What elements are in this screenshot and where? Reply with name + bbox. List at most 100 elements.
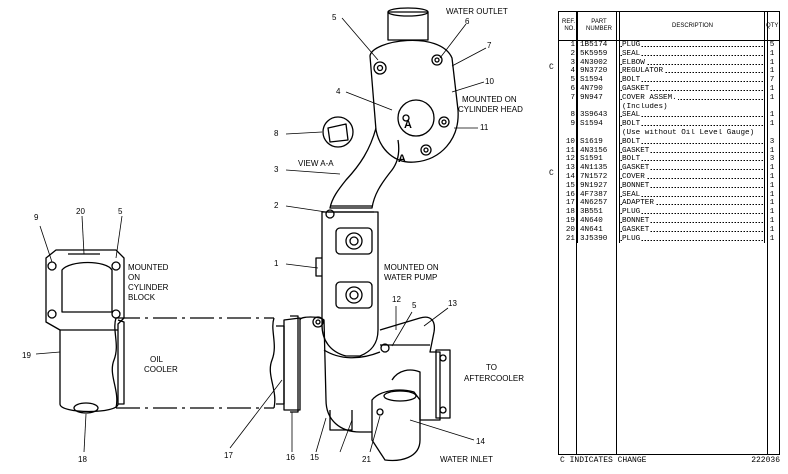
bonnet-part (45, 249, 125, 414)
cell-ref-no (559, 102, 578, 112)
cell-description: BONNET (619, 216, 765, 226)
callout-10: 10 (485, 77, 494, 86)
description-text: BOLT (622, 120, 642, 129)
callout-18: 18 (78, 455, 87, 464)
callout-6: 6 (465, 17, 470, 26)
cell-ref-no: 4 (559, 67, 578, 77)
cell-qty: 1 (769, 67, 775, 76)
label-to-aftercooler-2: AFTERCOOLER (464, 374, 524, 383)
cell-part-number: 4N641 (577, 225, 620, 235)
cell-part-number: 4N3002 (577, 58, 620, 68)
cell-qty: 1 (769, 208, 775, 217)
aftercooler-connection (379, 316, 451, 421)
cell-description: BOLT (619, 120, 765, 129)
cell-part-number: 9N1927 (577, 181, 620, 191)
oil-cooler-body (111, 317, 276, 409)
parts-diagram: 5 6 7 10 11 4 8 3 2 1 12 5 13 14 9 20 5 … (22, 7, 524, 464)
description-text: PLUG (622, 41, 642, 49)
cell-ref-no: 11 (559, 146, 578, 156)
cell-qty: 1 (769, 93, 775, 102)
cell-qty: 1 (769, 111, 775, 120)
illustration-code: 222036 (751, 456, 780, 465)
callout-16: 16 (286, 453, 295, 462)
cell-ref-no: 18 (559, 208, 578, 217)
label-view-aa: VIEW A-A (298, 159, 334, 168)
label-mounted-cylinder-head-1: MOUNTED ON (462, 95, 517, 104)
cell-description: REGULATOR (619, 67, 765, 77)
callout-4: 4 (336, 87, 341, 96)
description-text: PLUG (622, 208, 642, 217)
cell-qty: 1 (769, 146, 775, 155)
callout-13: 13 (448, 299, 457, 308)
cell-part-number: S1594 (577, 76, 620, 85)
description-text: GASKET (622, 225, 651, 234)
callout-3: 3 (274, 165, 279, 174)
cell-qty: 3 (769, 155, 775, 164)
cell-ref-no: 7 (559, 93, 578, 103)
header-qty: QTY (764, 12, 779, 41)
cell-ref-no: 9 (559, 120, 578, 129)
cell-ref-no: 8 (559, 111, 578, 121)
callout-numbers: 5 6 7 10 11 4 8 3 2 1 12 5 13 14 9 20 5 … (22, 13, 494, 464)
cell-description: PLUG (619, 234, 765, 244)
callout-20: 20 (76, 207, 85, 216)
description-text: ELBOW (622, 58, 646, 67)
cell-part-number: 3J5390 (577, 234, 620, 244)
cell-part-number: 1B5174 (577, 40, 620, 50)
callout-9: 9 (34, 213, 39, 222)
label-water-inlet: WATER INLET (440, 455, 493, 464)
cell-description: (Includes) (619, 102, 765, 112)
cell-qty: 1 (769, 225, 775, 234)
change-mark: C (549, 169, 554, 178)
cell-part-number: 3S9643 (577, 111, 620, 121)
description-text: GASKET (622, 84, 651, 93)
callout-15: 15 (310, 453, 319, 462)
callout-2: 2 (274, 201, 279, 210)
label-mounted-block-4: BLOCK (128, 293, 156, 302)
description-text: BOLT (622, 137, 642, 146)
cell-description: BOLT (619, 155, 765, 165)
cell-part-number: 4N640 (577, 216, 620, 226)
callout-1: 1 (274, 259, 279, 268)
cell-qty: 1 (769, 190, 775, 199)
cell-ref-no: 17 (559, 199, 578, 209)
cell-description: PLUG (619, 40, 765, 50)
callout-21: 21 (362, 455, 371, 464)
cell-qty: 1 (769, 84, 775, 93)
cell-ref-no: 3 (559, 58, 578, 68)
cell-qty (765, 129, 780, 138)
cell-description: SEAL (619, 190, 765, 200)
water-outlet-pipe (369, 7, 459, 163)
label-mounted-cylinder-head-2: CYLINDER HEAD (458, 105, 523, 114)
cell-description: SEAL (619, 49, 765, 59)
cell-description: BOLT (619, 76, 765, 85)
cell-description: SEAL (619, 111, 765, 121)
cell-ref-no: 20 (559, 225, 578, 235)
description-text: PLUG (622, 234, 642, 243)
callout-5: 5 (332, 13, 337, 22)
cell-ref-no: 12 (559, 155, 578, 165)
cell-description: GASKET (619, 84, 765, 94)
description-text: SEAL (622, 190, 642, 199)
description-text: GASKET (622, 164, 651, 173)
cell-qty: 1 (769, 234, 775, 243)
label-mounted-block-3: CYLINDER (128, 283, 169, 292)
description-text: SEAL (622, 49, 642, 58)
header-part-number: PART NUMBER (577, 12, 620, 41)
cell-part-number (577, 128, 620, 138)
